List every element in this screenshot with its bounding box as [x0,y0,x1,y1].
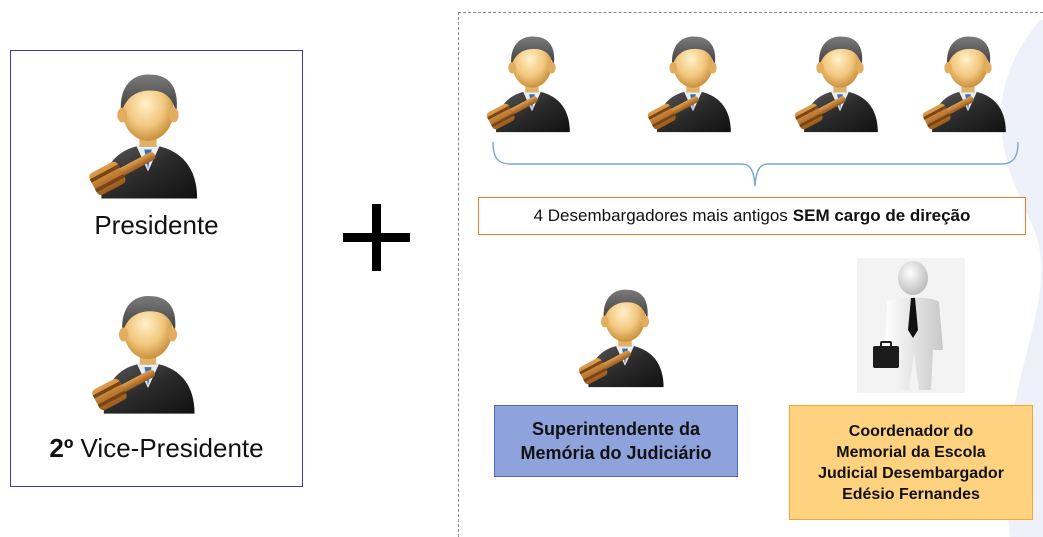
group-border-top [458,12,1043,13]
caption-normal-text: 4 Desembargadores mais antigos [533,206,788,225]
senior-judge-icon-2 [645,30,741,134]
coordinator-label: Coordenador do Memorial da Escola Judici… [818,422,1004,503]
superintendent-box: Superintendente da Memória do Judiciário [494,405,738,477]
president-judge-icon [78,66,218,201]
group-border-left [458,12,459,537]
coordinator-box: Coordenador do Memorial da Escola Judici… [789,405,1033,520]
businessman-with-briefcase-icon [857,258,965,393]
vice-president-ordinal: 2º [49,433,74,463]
senior-judges-caption: 4 Desembargadores mais antigos SEM cargo… [478,197,1026,235]
superintendent-judge-icon [570,283,680,389]
vice-president-label: 2º Vice-Presidente [10,433,303,464]
president-label: Presidente [94,210,219,240]
superintendent-label: Superintendente da Memória do Judiciário [520,419,712,463]
plus-operator-icon [343,204,410,271]
senior-judge-icon-4 [920,30,1016,134]
senior-judge-icon-1 [484,30,580,134]
caption-bold-text: SEM cargo de direção [792,206,971,225]
grouping-brace [492,141,1019,187]
senior-judge-icon-3 [792,30,888,134]
vice-president-judge-icon [82,288,214,416]
vice-president-title: Vice-Presidente [73,433,264,463]
